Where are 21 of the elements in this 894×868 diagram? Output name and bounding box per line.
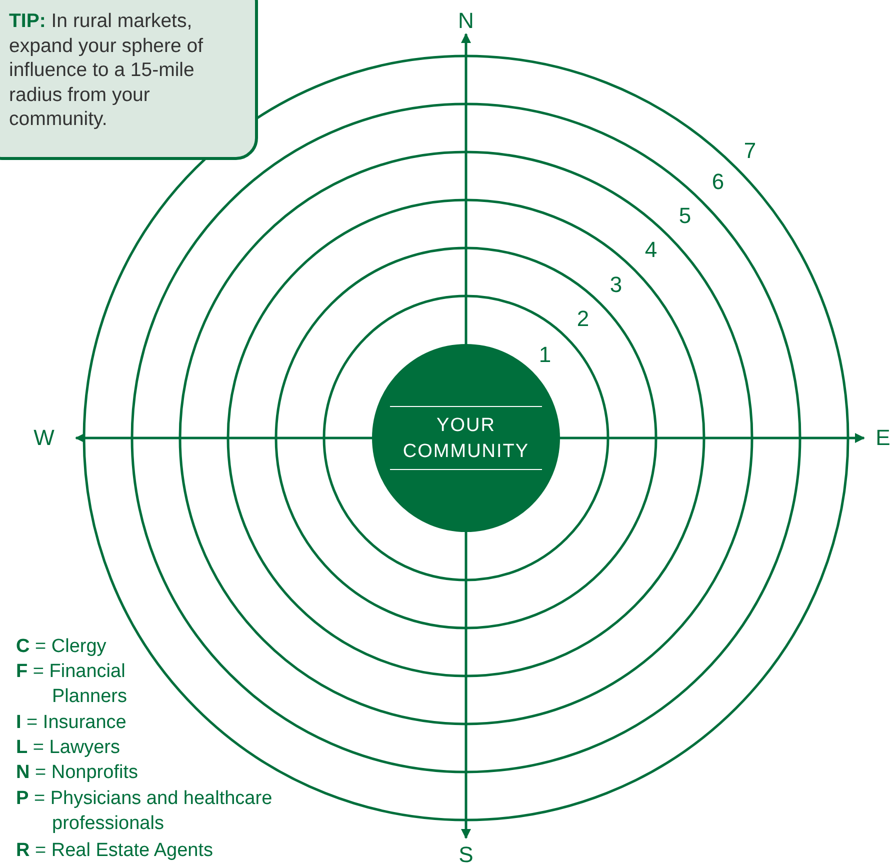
key-entry: C = Clergy [16, 635, 108, 659]
tip-text: TIP: In rural markets, expand your sphere of influence to a 15-mile radius from your community. [9, 9, 204, 132]
key-entry: L = Lawyers [16, 736, 122, 760]
ring-number: 6 [712, 170, 724, 194]
ring-number: 7 [744, 139, 756, 163]
key-entry: N = Nonprofits [16, 761, 139, 785]
compass-letter: S [458, 843, 474, 867]
ring-number: 2 [576, 307, 590, 331]
compass-letter: N [458, 9, 474, 33]
ring-number: 1 [538, 343, 552, 367]
key-entry: F = Financial Planners [16, 660, 128, 709]
tip-callout [0, 0, 258, 160]
ring-number: 4 [644, 238, 658, 262]
ring-number: 5 [678, 204, 692, 228]
center-label: YOUR COMMUNITY [390, 406, 542, 470]
key-entry: I = Insurance [16, 711, 128, 735]
compass-letter: W [34, 426, 54, 450]
key-entry: R = Real Estate Agents [16, 839, 214, 863]
compass-letter: E [876, 426, 890, 450]
ring-number: 3 [610, 273, 622, 297]
key-entry: P = Physicians and healthcare professionals [16, 787, 274, 836]
